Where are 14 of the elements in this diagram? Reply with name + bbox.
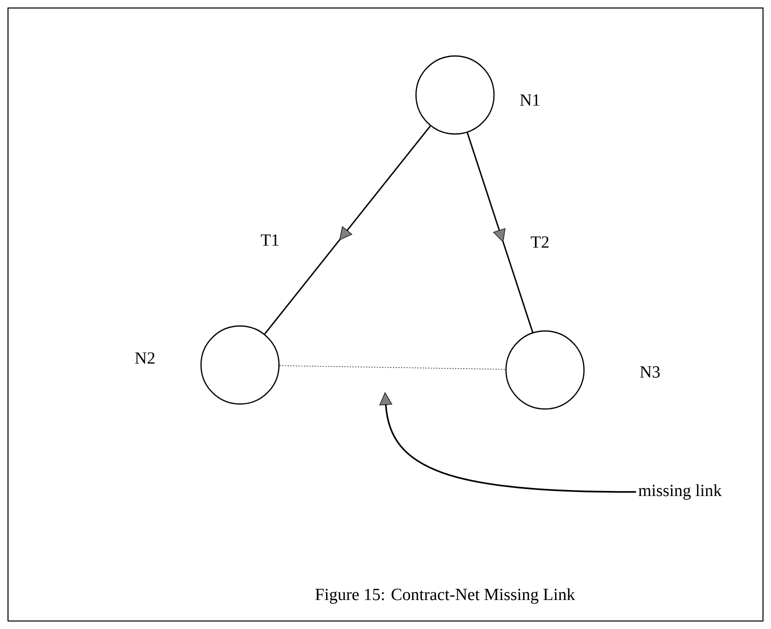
connector [264,126,431,334]
node-circle [415,55,495,135]
connector [279,365,506,370]
node-circle [505,330,585,410]
callout-text: missing link [638,484,722,500]
node-label: N3 [640,366,660,378]
leader-arrow [379,392,636,493]
edge-label: T2 [530,235,550,249]
connector [466,132,534,333]
caption: Figure 15: Contract-Net Missing Link [315,588,576,604]
node-circle [200,325,280,405]
node-label: N2 [135,352,154,364]
edge-label: T1 [260,233,280,247]
node-label: N1 [520,94,540,106]
